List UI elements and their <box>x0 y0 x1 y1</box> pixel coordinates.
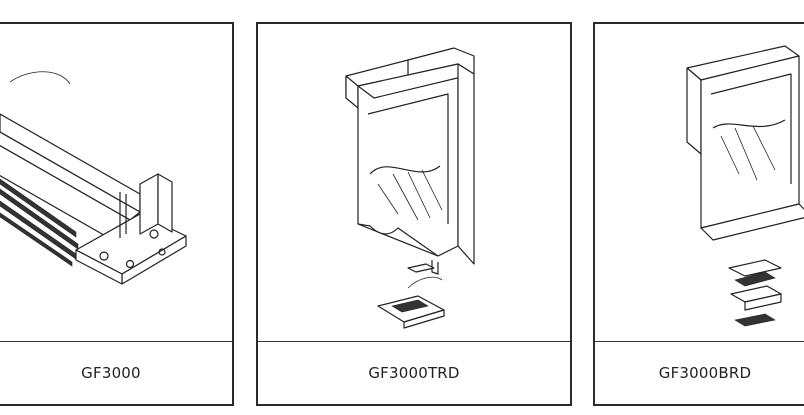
product-card-gf3000[interactable]: GF3000 <box>0 22 234 406</box>
product-label: GF3000BRD <box>595 341 804 404</box>
product-card-gf3000trd[interactable]: GF3000TRD <box>256 22 572 406</box>
product-image-gf3000trd <box>258 24 570 342</box>
product-card-gf3000brd[interactable]: GF3000BRD <box>593 22 804 406</box>
product-label: GF3000TRD <box>258 341 570 404</box>
product-image-gf3000 <box>0 24 232 342</box>
product-label: GF3000 <box>0 341 232 404</box>
product-image-gf3000brd <box>595 24 804 342</box>
